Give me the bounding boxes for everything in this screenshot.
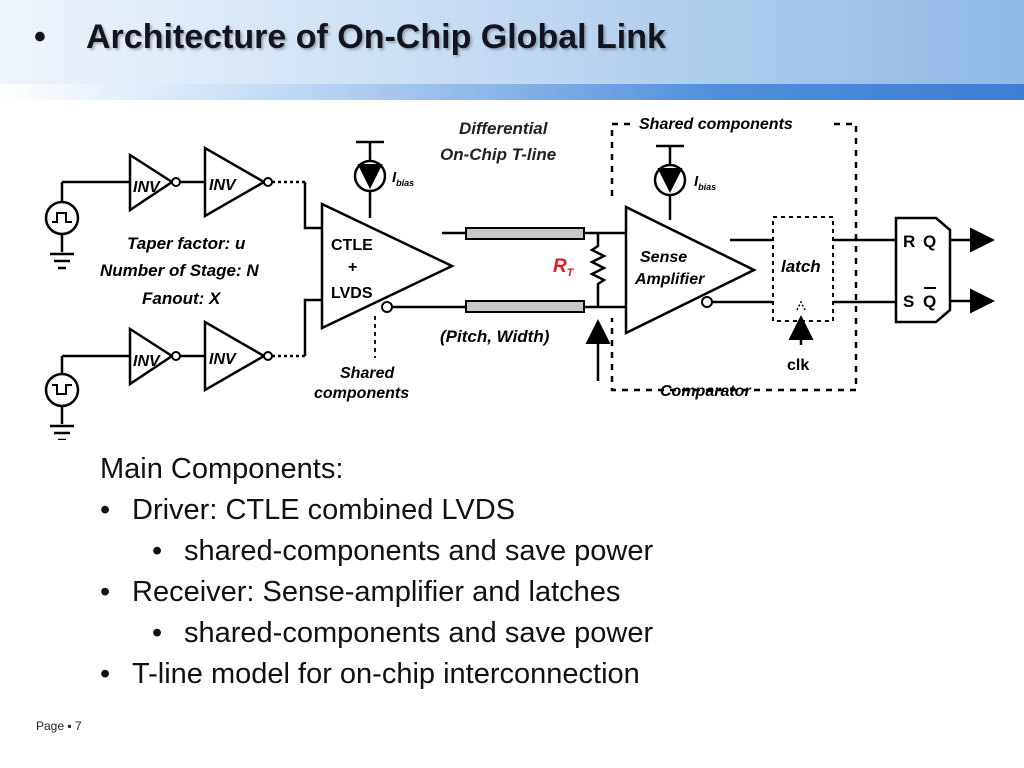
main-heading: Main Components: — [100, 453, 344, 485]
taper-factor-label: Taper factor: u — [127, 234, 246, 253]
ctle-lvds-driver: CTLE + LVDS Ibias — [320, 140, 455, 358]
differential-label: Differential — [459, 119, 549, 138]
inv-label: INV — [209, 177, 237, 194]
plus-label: + — [348, 259, 357, 276]
pulse-source-bottom — [44, 354, 130, 440]
bullet-item: T-line model for on-chip interconnection — [100, 654, 653, 695]
sub-bullet-item: shared-components and save power — [100, 613, 653, 654]
bullet-item: Driver: CTLE combined LVDS — [100, 490, 653, 531]
sense-amplifier: Sense Amplifier Ibias — [624, 144, 757, 336]
link-architecture-diagram: INV INV INV INV Taper factor: u Number o… — [44, 116, 995, 440]
sense-label: Sense — [640, 249, 687, 266]
inv-label: INV — [209, 351, 237, 368]
ctle-label: CTLE — [331, 237, 373, 254]
shared-top-label: Shared components — [639, 116, 793, 133]
differential-label-2: On-Chip T-line — [440, 145, 556, 164]
sub-bullet-item: shared-components and save power — [100, 531, 653, 572]
page-number: Page ▪ 7 — [36, 719, 82, 733]
latch-label: latch — [781, 257, 821, 276]
title-bullet: • — [34, 18, 46, 56]
bullet-item: Receiver: Sense-amplifier and latches — [100, 572, 653, 613]
q-label: Q — [923, 232, 936, 251]
clk-label: clk — [787, 357, 809, 374]
slide-title: Architecture of On-Chip Global Link — [86, 18, 666, 56]
r-label: R — [903, 232, 915, 251]
ibias-label: Ibias — [392, 169, 414, 188]
inv-label: INV — [133, 353, 161, 370]
lvds-label: LVDS — [331, 285, 373, 302]
latch-block: latch clk — [772, 216, 834, 374]
termination-resistor: RT — [553, 233, 607, 307]
title-accent-bar — [0, 84, 1024, 100]
inv-label: INV — [133, 179, 161, 196]
shared-components-box — [610, 122, 630, 202]
shared-label-left-2: components — [314, 385, 409, 402]
pulse-source-top — [44, 180, 130, 270]
t-line-bottom — [465, 300, 585, 313]
pitch-width-label: (Pitch, Width) — [440, 327, 550, 346]
ibias-label-rx: Ibias — [694, 173, 716, 192]
inverter-chain-top: INV INV — [128, 145, 305, 219]
s-label: S — [903, 292, 914, 311]
fanout-label: Fanout: X — [142, 289, 222, 308]
inverter-chain-bottom: INV INV — [128, 319, 305, 393]
comparator-label: Comparator — [660, 383, 751, 400]
main-components: Main Components: Driver: CTLE combined L… — [100, 449, 653, 695]
amplifier-label: Amplifier — [634, 271, 705, 288]
qbar-label: Q — [923, 292, 936, 311]
t-line-top — [465, 227, 585, 240]
num-stage-label: Number of Stage: N — [100, 261, 259, 280]
title-band — [0, 0, 1024, 84]
sr-flip-flop: R Q S Q — [894, 216, 995, 324]
shared-label-left: Shared — [340, 365, 395, 382]
rt-label: RT — [553, 256, 575, 279]
